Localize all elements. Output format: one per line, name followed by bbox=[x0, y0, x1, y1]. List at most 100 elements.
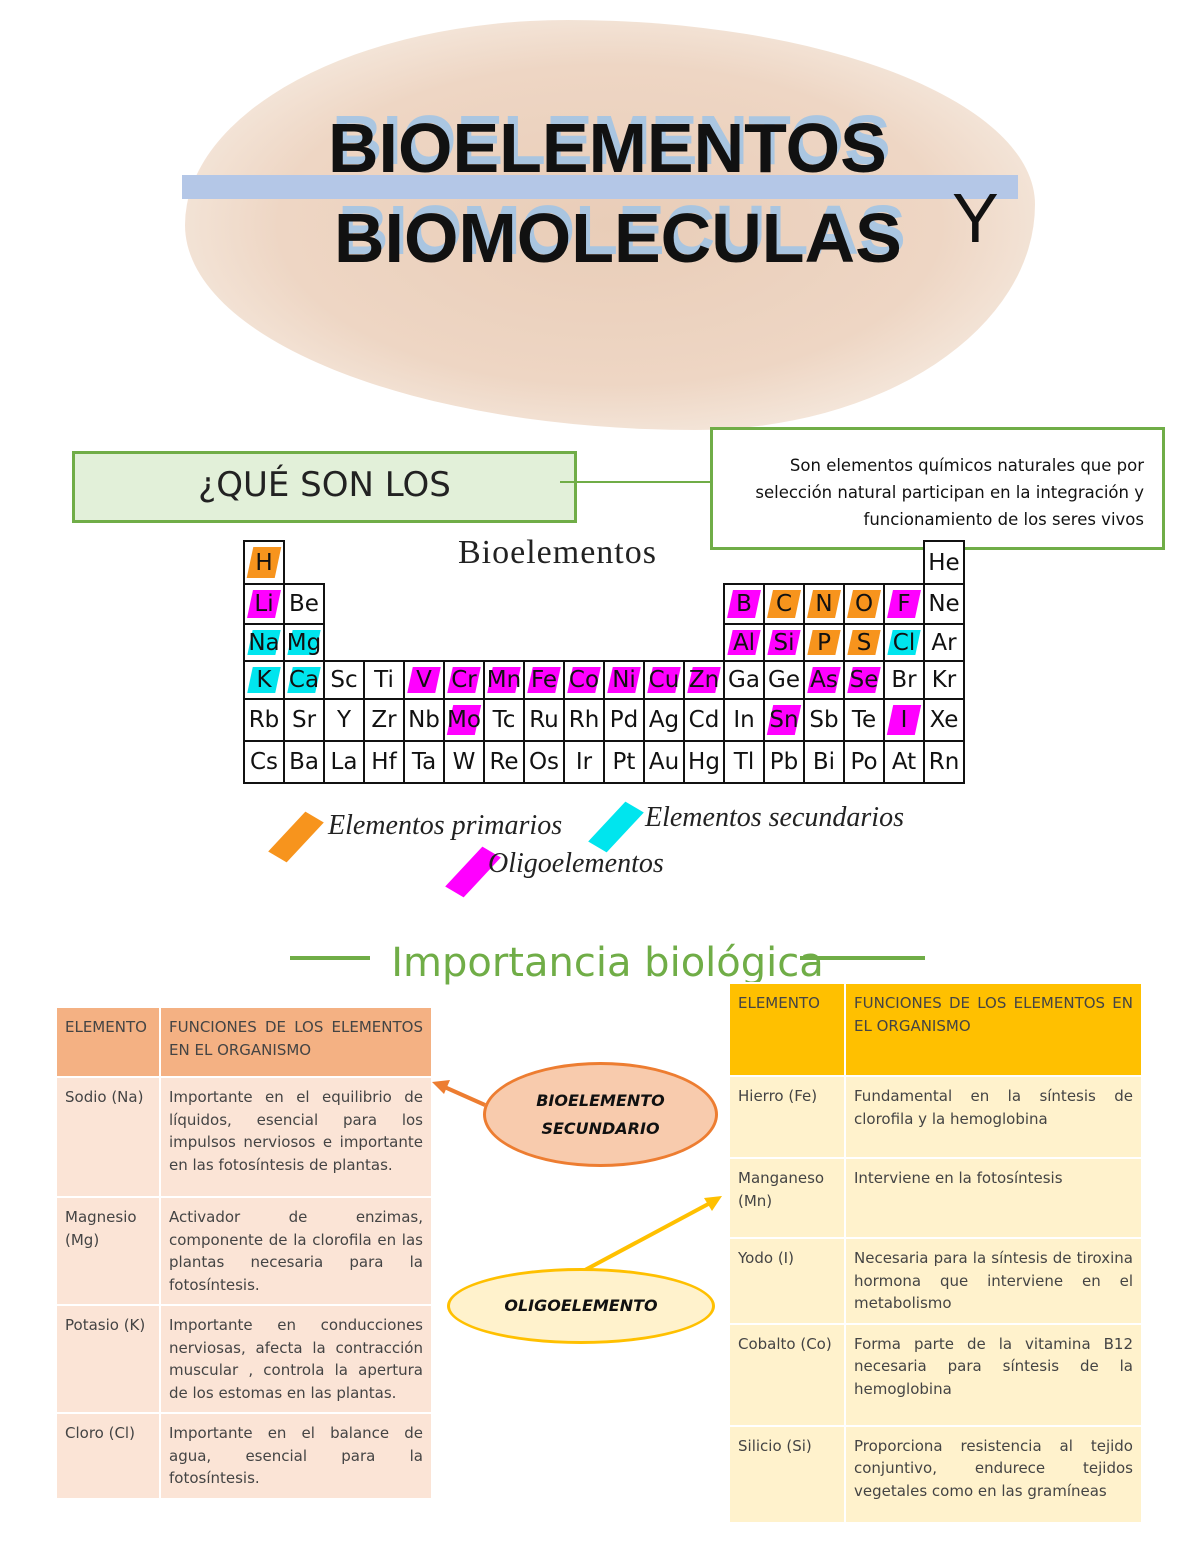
element-symbol: Kr bbox=[931, 667, 957, 693]
element-symbol: Sn bbox=[769, 707, 799, 733]
element-symbol: Zr bbox=[371, 707, 397, 733]
table-row: Hierro (Fe)Fundamental en la síntesis de… bbox=[728, 1075, 1143, 1159]
element-symbol: Cl bbox=[892, 629, 916, 656]
element-symbol: Fe bbox=[530, 667, 558, 693]
element-cell: Manganeso (Mn) bbox=[728, 1157, 846, 1239]
element-symbol: Mn bbox=[486, 667, 522, 693]
element-symbol: K bbox=[256, 667, 272, 693]
function-cell: Importante en el equilibrio de líquidos,… bbox=[159, 1076, 433, 1198]
element-symbol: Se bbox=[849, 667, 879, 693]
element-Al: Al bbox=[723, 623, 765, 662]
title-conjunction: Y bbox=[952, 179, 999, 257]
element-cell: Cobalto (Co) bbox=[728, 1322, 846, 1427]
element-symbol: Hg bbox=[688, 749, 720, 775]
element-symbol: Y bbox=[336, 707, 352, 733]
section-heading: Importancia biológica bbox=[391, 940, 824, 986]
element-Sb: Sb bbox=[803, 698, 845, 742]
element-symbol: Ir bbox=[575, 749, 593, 775]
element-symbol: Nb bbox=[408, 707, 440, 733]
element-Sn: Sn bbox=[763, 698, 805, 742]
element-symbol: Sb bbox=[809, 707, 839, 733]
element-cell: ELEMENTO bbox=[728, 982, 846, 1077]
element-symbol: Tl bbox=[733, 749, 755, 775]
element-Au: Au bbox=[643, 740, 685, 784]
table-row: Sodio (Na)Importante en el equilibrio de… bbox=[55, 1076, 433, 1198]
element-symbol: Cd bbox=[688, 707, 720, 733]
function-cell: FUNCIONES DE LOS ELEMENTOS EN EL ORGANIS… bbox=[159, 1006, 433, 1078]
element-symbol: I bbox=[900, 707, 908, 733]
element-Bi: Bi bbox=[803, 740, 845, 784]
element-Mo: Mo bbox=[443, 698, 485, 742]
element-Pb: Pb bbox=[763, 740, 805, 784]
element-cell: Cloro (Cl) bbox=[55, 1412, 161, 1500]
element-Tl: Tl bbox=[723, 740, 765, 784]
importancia-line-left bbox=[290, 956, 370, 960]
element-symbol: Ta bbox=[411, 749, 437, 775]
element-symbol: Cu bbox=[648, 667, 680, 693]
table-row: Magnesio (Mg)Activador de enzimas, compo… bbox=[55, 1196, 433, 1306]
element-symbol: Xe bbox=[929, 707, 959, 733]
element-symbol: Ne bbox=[928, 591, 960, 617]
element-symbol: Ar bbox=[931, 629, 957, 656]
element-symbol: C bbox=[775, 591, 793, 617]
callout-oligo: OLIGOELEMENTO bbox=[447, 1268, 715, 1344]
element-La: La bbox=[323, 740, 365, 784]
function-cell: Forma parte de la vitamina B12 necesaria… bbox=[844, 1322, 1143, 1427]
arrow-head-oligo bbox=[704, 1196, 722, 1211]
element-symbol: O bbox=[854, 591, 874, 617]
title-line-2: BIOMOLECULAS bbox=[334, 199, 902, 277]
element-symbol: Tc bbox=[492, 707, 516, 733]
definition-box: Son elementos químicos naturales que por… bbox=[710, 427, 1165, 550]
element-Cd: Cd bbox=[683, 698, 725, 742]
element-Ge: Ge bbox=[763, 660, 805, 700]
element-symbol: Re bbox=[489, 749, 519, 775]
element-C: C bbox=[763, 583, 805, 625]
element-symbol: Rn bbox=[928, 749, 960, 775]
element-Cu: Cu bbox=[643, 660, 685, 700]
element-symbol: Ni bbox=[612, 667, 636, 693]
element-Zn: Zn bbox=[683, 660, 725, 700]
element-cell: Potasio (K) bbox=[55, 1304, 161, 1414]
element-symbol: Br bbox=[891, 667, 917, 693]
element-W: W bbox=[443, 740, 485, 784]
table-row: Potasio (K)Importante en conducciones ne… bbox=[55, 1304, 433, 1414]
element-cell: Hierro (Fe) bbox=[728, 1075, 846, 1159]
element-symbol: As bbox=[810, 667, 838, 693]
function-cell: Proporciona resistencia al tejido conjun… bbox=[844, 1424, 1143, 1524]
element-symbol: Li bbox=[254, 591, 274, 617]
table-row: Silicio (Si)Proporciona resistencia al t… bbox=[728, 1424, 1143, 1524]
element-symbol: Sr bbox=[291, 707, 317, 733]
element-symbol: Ti bbox=[374, 667, 394, 693]
question-box: ¿QUÉ SON LOS BIOELEMENTOS? bbox=[72, 451, 577, 523]
element-symbol: Zn bbox=[688, 667, 720, 693]
element-symbol: V bbox=[416, 667, 432, 693]
element-symbol: Po bbox=[850, 749, 878, 775]
element-cell: Magnesio (Mg) bbox=[55, 1196, 161, 1306]
element-symbol: At bbox=[891, 749, 917, 775]
element-Co: Co bbox=[563, 660, 605, 700]
element-Ba: Ba bbox=[283, 740, 325, 784]
element-symbol: S bbox=[856, 629, 872, 656]
element-Po: Po bbox=[843, 740, 885, 784]
element-symbol: Na bbox=[248, 629, 280, 656]
element-symbol: Ru bbox=[529, 707, 559, 733]
element-symbol: Ag bbox=[648, 707, 680, 733]
element-symbol: B bbox=[736, 591, 752, 617]
element-symbol: Pd bbox=[609, 707, 639, 733]
element-Pt: Pt bbox=[603, 740, 645, 784]
element-symbol: Rh bbox=[568, 707, 600, 733]
element-symbol: Cs bbox=[249, 749, 279, 775]
element-Ne: Ne bbox=[923, 583, 965, 625]
title-line-1: BIOELEMENTOS bbox=[328, 109, 887, 187]
element-symbol: In bbox=[733, 707, 755, 733]
element-symbol: La bbox=[330, 749, 358, 775]
table-row: Cloro (Cl)Importante en el balance de ag… bbox=[55, 1412, 433, 1500]
function-cell: Importante en conducciones nerviosas, af… bbox=[159, 1304, 433, 1414]
function-cell: Activador de enzimas, componente de la c… bbox=[159, 1196, 433, 1306]
element-symbol: He bbox=[928, 549, 960, 576]
element-cell: ELEMENTO bbox=[55, 1006, 161, 1078]
element-cell: Sodio (Na) bbox=[55, 1076, 161, 1198]
